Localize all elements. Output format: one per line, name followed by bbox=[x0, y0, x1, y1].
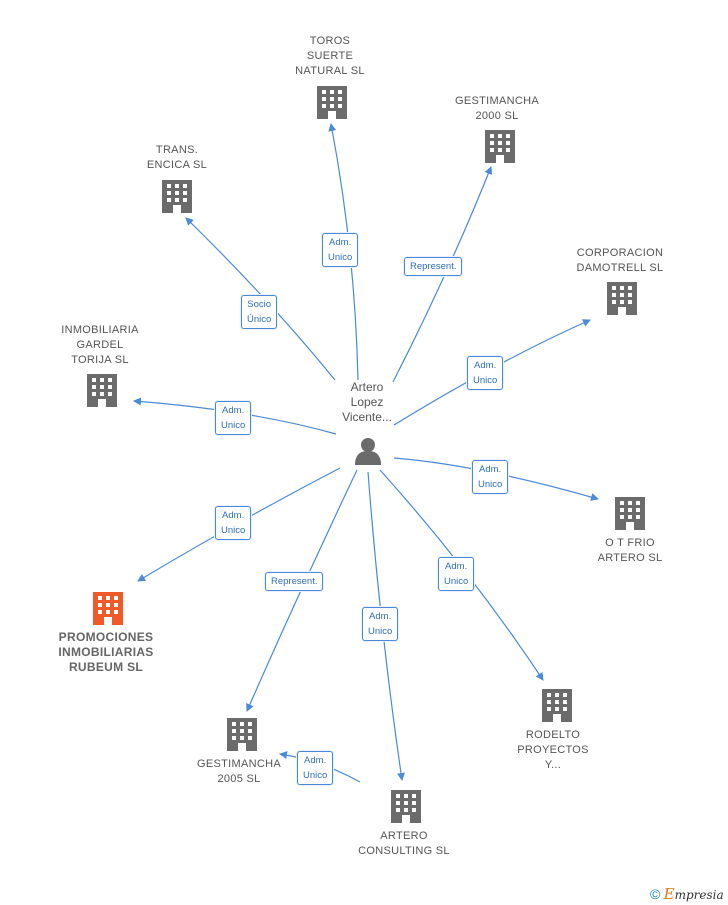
company-label-otfrio[interactable]: O T FRIO ARTERO SL bbox=[597, 537, 663, 564]
company-label-gest2000[interactable]: GESTIMANCHA 2000 SL bbox=[455, 95, 539, 122]
building-icon-artero[interactable] bbox=[391, 790, 421, 823]
building-icon-promo[interactable] bbox=[93, 592, 123, 625]
copyright-icon: © bbox=[650, 886, 661, 902]
edge-label-rodelto[interactable]: Adm. Unico bbox=[438, 557, 475, 591]
edge-label-gest2000[interactable]: Represent. bbox=[404, 257, 463, 276]
company-label-rodelto[interactable]: RODELTO PROYECTOS Y... bbox=[517, 729, 589, 771]
company-label-promo[interactable]: PROMOCIONES INMOBILIARIAS RUBEUM SL bbox=[58, 630, 154, 674]
center-person-label[interactable]: Artero Lopez Vicente... bbox=[342, 380, 392, 424]
edge-label-gest2005[interactable]: Represent. bbox=[265, 572, 324, 591]
edge-label-artero-gest2005[interactable]: Adm. Unico bbox=[297, 751, 334, 785]
company-label-toros[interactable]: TOROS SUERTE NATURAL SL bbox=[295, 35, 365, 77]
building-icon-gest2005[interactable] bbox=[227, 718, 257, 751]
building-icon-otfrio[interactable] bbox=[615, 497, 645, 530]
building-icon-corp[interactable] bbox=[607, 282, 637, 315]
edge-label-otfrio[interactable]: Adm. Unico bbox=[472, 460, 509, 494]
edge-label-trans[interactable]: Socio Único bbox=[241, 295, 278, 329]
footer-brand: © Empresia bbox=[650, 885, 724, 903]
company-label-corp[interactable]: CORPORACION DAMOTRELL SL bbox=[576, 247, 664, 274]
brand-logo-text: mpresia bbox=[674, 888, 724, 902]
person-icon[interactable] bbox=[355, 438, 381, 465]
building-icon-rodelto[interactable] bbox=[542, 689, 572, 722]
building-icon-gest2000[interactable] bbox=[485, 130, 515, 163]
edge-label-corp[interactable]: Adm. Unico bbox=[467, 356, 504, 390]
edge-label-inmob[interactable]: Adm. Unico bbox=[215, 401, 252, 435]
edge-label-artero[interactable]: Adm. Unico bbox=[362, 607, 399, 641]
building-icon-inmob[interactable] bbox=[87, 374, 117, 407]
edge-label-promo[interactable]: Adm. Unico bbox=[215, 506, 252, 540]
company-label-gest2005[interactable]: GESTIMANCHA 2005 SL bbox=[197, 758, 281, 785]
building-icon-toros[interactable] bbox=[317, 86, 347, 119]
company-label-artero[interactable]: ARTERO CONSULTING SL bbox=[358, 830, 450, 857]
brand-logo-initial: E bbox=[663, 885, 675, 903]
edge-label-toros[interactable]: Adm. Unico bbox=[322, 233, 359, 267]
company-label-inmob[interactable]: INMOBILIARIA GARDEL TORIJA SL bbox=[61, 324, 139, 366]
building-icon-trans[interactable] bbox=[162, 180, 192, 213]
company-label-trans[interactable]: TRANS. ENCICA SL bbox=[146, 144, 208, 171]
